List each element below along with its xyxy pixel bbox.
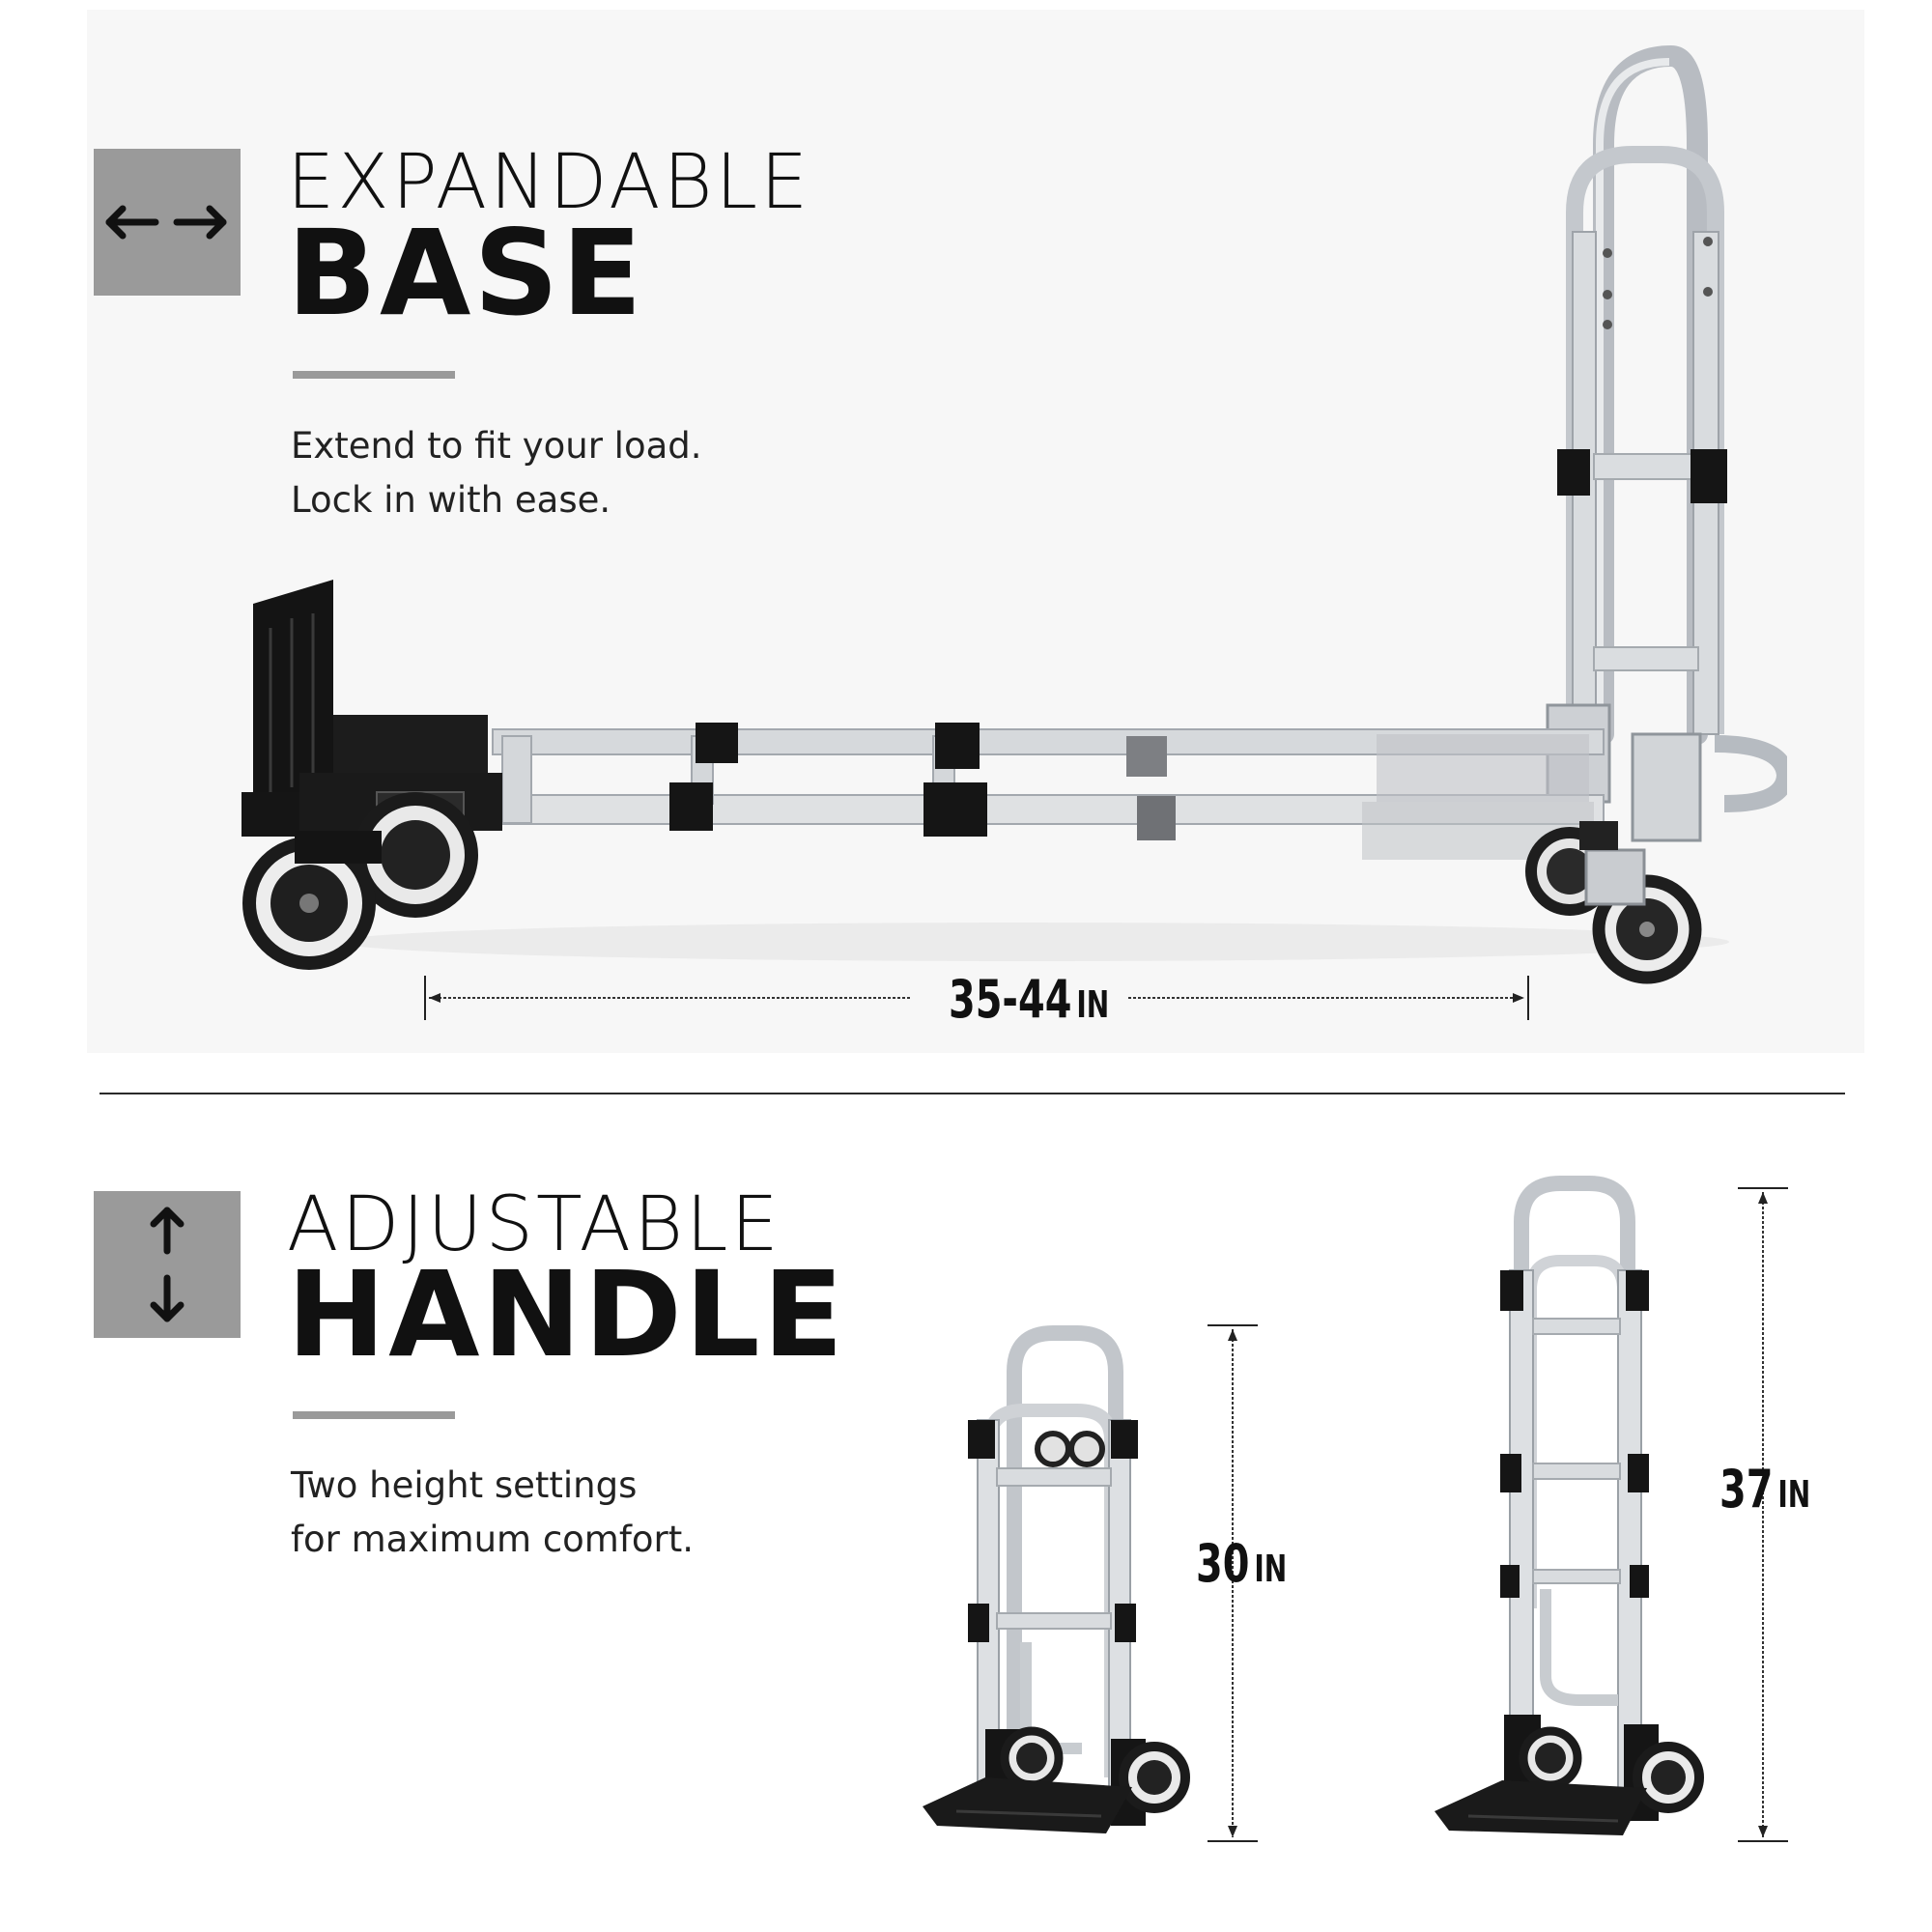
short-height-unit: IN (1254, 1548, 1288, 1590)
handle-description-line-2: for maximum comfort. (291, 1519, 694, 1560)
base-dimension-value: 35-44 (949, 969, 1072, 1030)
base-dimension-line (424, 976, 1529, 1020)
handle-title-underline (293, 1411, 455, 1419)
tall-height-value: 37 (1719, 1459, 1774, 1520)
platform-cart-image (242, 45, 1787, 984)
base-description-line-1: Extend to fit your load. (291, 425, 702, 467)
vertical-arrows-icon (94, 1191, 241, 1338)
hand-truck-tall-image (1435, 1176, 1704, 1835)
short-height-value: 30 (1196, 1533, 1250, 1594)
handle-title-bold: HANDLE (287, 1246, 846, 1383)
handle-description: Two height settings for maximum comfort. (291, 1459, 694, 1567)
horizontal-arrows-icon (94, 149, 241, 296)
handle-description-line-1: Two height settings (291, 1464, 638, 1506)
handle-title-light: ADJUSTABLE (287, 1181, 781, 1268)
base-description-line-2: Lock in with ease. (291, 479, 611, 521)
base-description: Extend to fit your load. Lock in with ea… (291, 419, 702, 527)
base-title-bold: BASE (287, 205, 645, 342)
tall-height-unit: IN (1777, 1473, 1811, 1516)
base-title-light: EXPANDABLE (287, 139, 811, 226)
hand-truck-short-image (923, 1325, 1190, 1833)
base-dimension-unit: IN (1076, 983, 1110, 1026)
section-divider (99, 1093, 1845, 1094)
base-title-underline (293, 371, 455, 379)
short-height-dimension-line (1208, 1324, 1258, 1842)
tall-height-dimension-line (1738, 1187, 1788, 1842)
